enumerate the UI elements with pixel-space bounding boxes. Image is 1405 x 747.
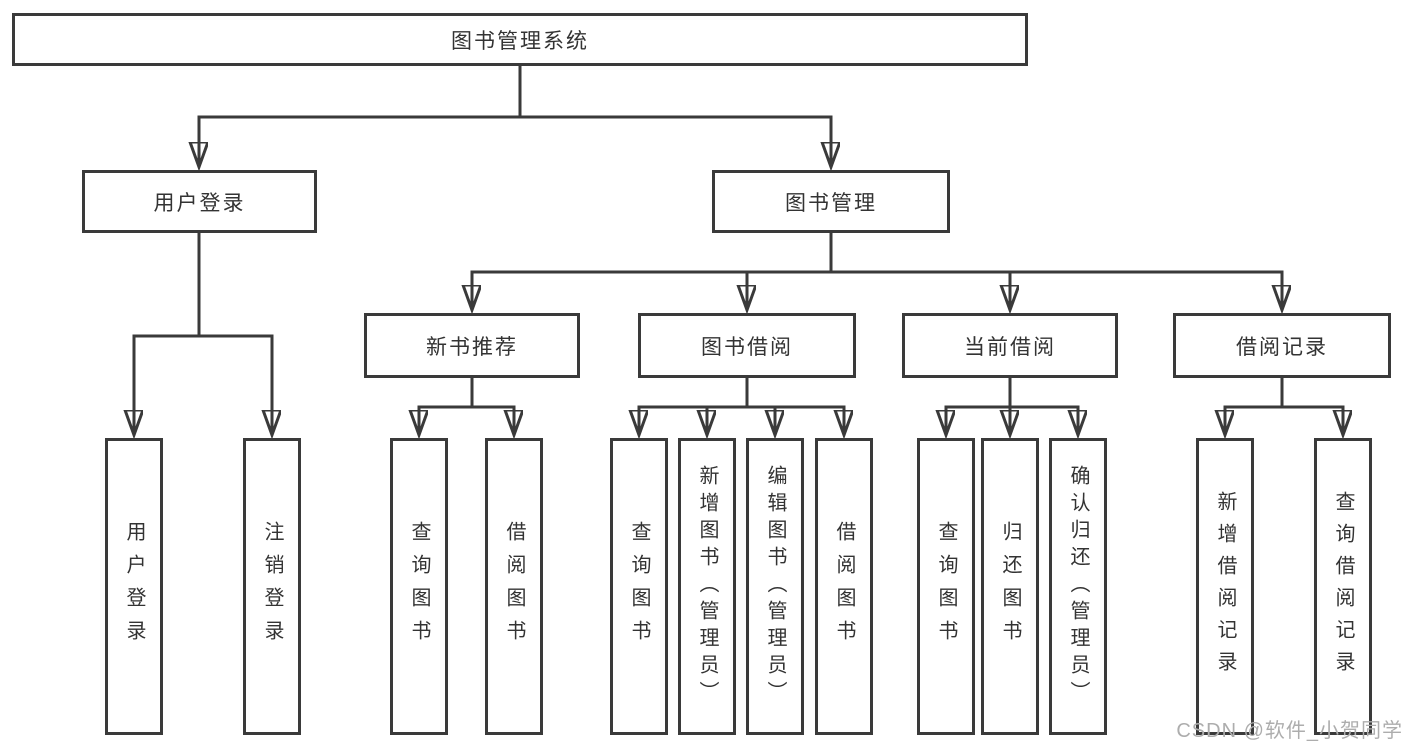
leaf-label: 用户登录 [123, 520, 145, 653]
leaf-borrow-query-book: 查询图书 [610, 438, 668, 735]
edge-current-borrow-branch [946, 378, 1078, 435]
edge-new-book-recommend-branch [419, 378, 514, 435]
node-new-book-recommend: 新书推荐 [364, 313, 580, 378]
edge-borrow-records-branch [1225, 378, 1343, 435]
leaf-query-borrow-record: 查询借阅记录 [1314, 438, 1372, 735]
node-label: 用户登录 [153, 191, 246, 215]
leaf-recommend-borrow-book: 借阅图书 [485, 438, 543, 735]
edge-root-to-level2 [199, 66, 831, 167]
node-label: 新书推荐 [426, 335, 518, 359]
edge-book-borrow-branch [639, 378, 844, 435]
node-current-borrow: 当前借阅 [902, 313, 1118, 378]
leaf-label: 注销登录 [261, 520, 283, 653]
leaf-edit-book-admin: 编辑图书（管理员） [746, 438, 804, 735]
node-label: 当前借阅 [964, 335, 1056, 359]
leaf-return-book: 归还图书 [981, 438, 1039, 735]
leaf-confirm-return-admin: 确认归还（管理员） [1049, 438, 1107, 735]
leaf-label: 查询借阅记录 [1332, 490, 1354, 683]
leaf-label: 借阅图书 [503, 520, 525, 653]
leaf-label: 编辑图书（管理员） [764, 465, 786, 708]
edge-book-management-branch [472, 233, 1282, 310]
leaf-label: 借阅图书 [833, 520, 855, 653]
leaf-label: 确认归还（管理员） [1067, 465, 1089, 708]
csdn-watermark: CSDN @软件_小贺同学 [1176, 720, 1403, 742]
node-label: 图书管理 [785, 191, 877, 215]
node-user-login: 用户登录 [82, 170, 317, 233]
node-borrow-records: 借阅记录 [1173, 313, 1391, 378]
leaf-recommend-query-book: 查询图书 [390, 438, 448, 735]
leaf-logout: 注销登录 [243, 438, 301, 735]
leaf-label: 查询图书 [408, 520, 430, 653]
leaf-add-borrow-record: 新增借阅记录 [1196, 438, 1254, 735]
node-book-management: 图书管理 [712, 170, 950, 233]
leaf-label: 新增图书（管理员） [696, 465, 718, 708]
node-label: 借阅记录 [1236, 335, 1328, 359]
leaf-borrow-book: 借阅图书 [815, 438, 873, 735]
leaf-label: 查询图书 [628, 520, 650, 653]
node-book-borrow: 图书借阅 [638, 313, 856, 378]
node-label: 图书借阅 [701, 335, 793, 359]
edge-user-login-branch [134, 233, 272, 435]
leaf-current-query-book: 查询图书 [917, 438, 975, 735]
leaf-label: 新增借阅记录 [1214, 490, 1236, 683]
leaf-label: 归还图书 [999, 520, 1021, 653]
node-root-system: 图书管理系统 [12, 13, 1028, 66]
leaf-add-book-admin: 新增图书（管理员） [678, 438, 736, 735]
leaf-label: 查询图书 [935, 520, 957, 653]
leaf-user-login: 用户登录 [105, 438, 163, 735]
node-label: 图书管理系统 [451, 29, 589, 53]
